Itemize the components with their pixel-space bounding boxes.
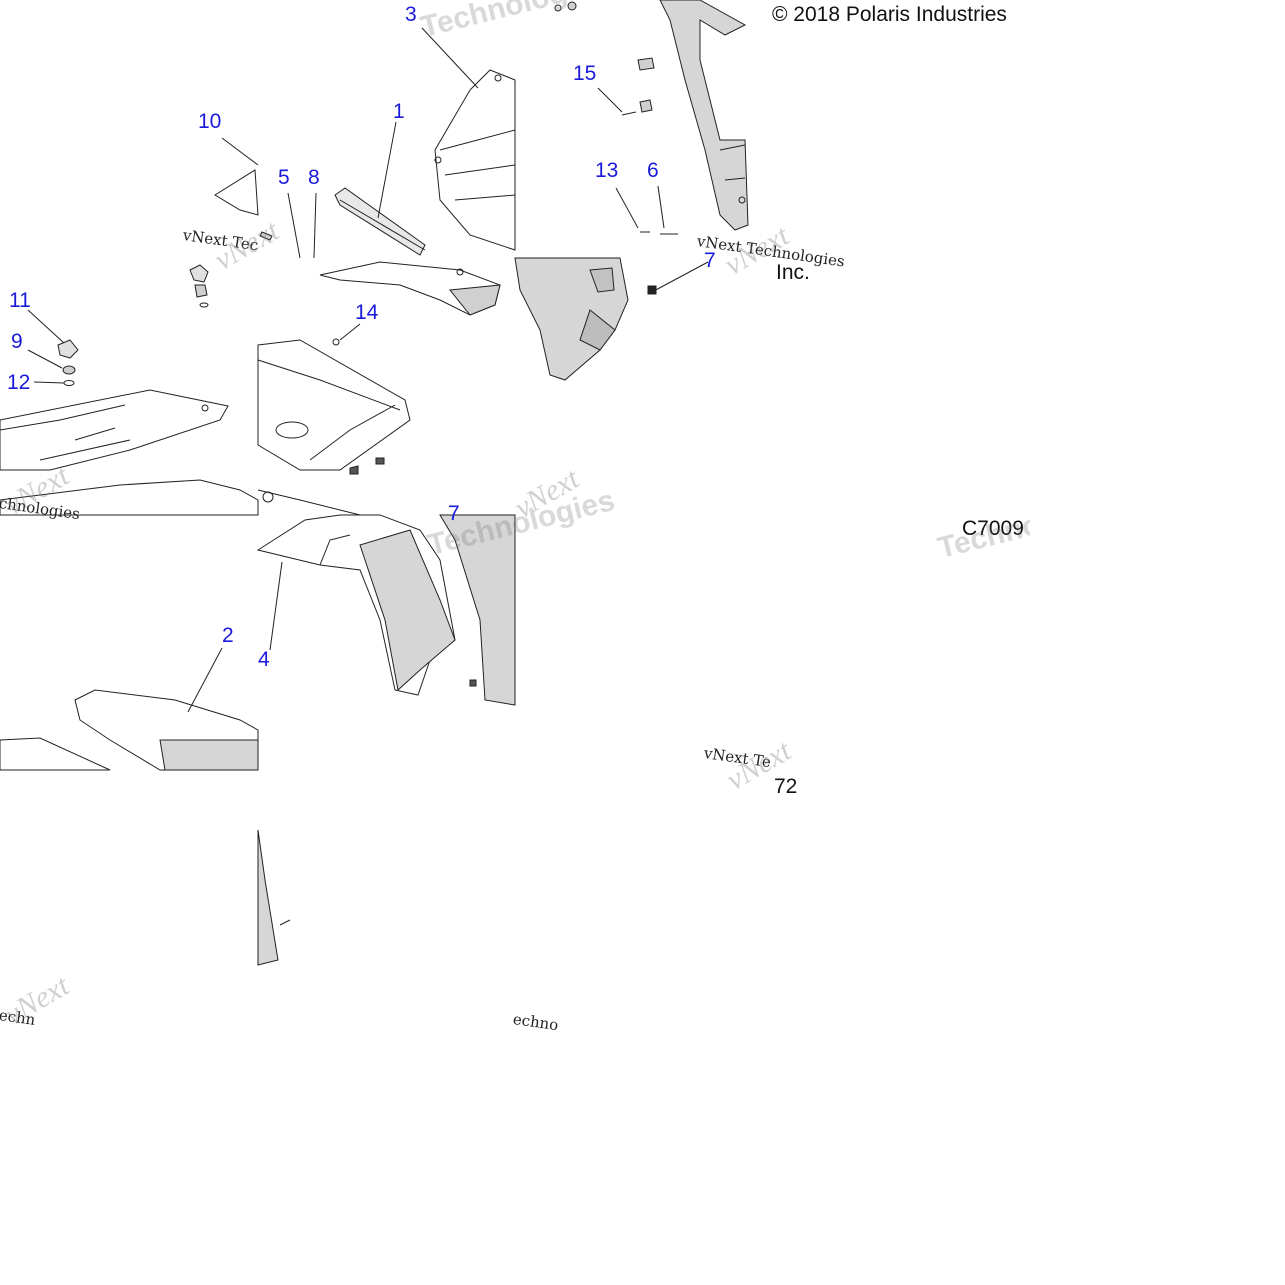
callout-4: 4 xyxy=(258,648,270,671)
fender-strip-lower xyxy=(256,514,516,706)
callout-5: 5 xyxy=(278,166,290,189)
blank-region xyxy=(0,1030,1285,1285)
callout-11: 11 xyxy=(9,289,31,312)
bracket-mid-upper xyxy=(319,261,501,316)
callout-3: 3 xyxy=(405,3,417,26)
leader-lines xyxy=(27,27,709,713)
callout-6: 6 xyxy=(647,159,659,182)
callout-10: 10 xyxy=(198,110,222,133)
callout-13: 13 xyxy=(595,159,619,182)
diagram-code-fragment: 72 xyxy=(774,775,798,798)
copyright-suffix: Inc. xyxy=(776,261,810,284)
hardware-left xyxy=(57,231,273,386)
callout-9: 9 xyxy=(11,330,23,353)
callout-12: 12 xyxy=(7,371,31,394)
part-4-front-bracket xyxy=(257,339,411,516)
pillar-right xyxy=(659,0,749,231)
callout-7-lower: 7 xyxy=(448,502,460,525)
callout-1: 1 xyxy=(393,100,405,123)
bracket-upper-left xyxy=(214,169,259,216)
callout-2: 2 xyxy=(222,624,234,647)
callout-14: 14 xyxy=(355,301,379,324)
callout-8: 8 xyxy=(308,166,320,189)
callout-15: 15 xyxy=(573,62,597,85)
part-1-rail xyxy=(334,187,426,256)
fender-panel-right xyxy=(514,257,629,381)
part-2-lower-rail xyxy=(0,689,259,771)
panel-lower-sliver xyxy=(257,829,279,966)
blank-region xyxy=(1030,0,1285,1030)
fasteners xyxy=(279,1,678,926)
callout-7-upper: 7 xyxy=(704,249,716,272)
copyright-text: © 2018 Polaris Industries xyxy=(772,3,1007,26)
part-3-body-panel xyxy=(434,69,516,251)
hood-panel-left xyxy=(0,389,259,516)
diagram-code: C7009 xyxy=(962,517,1024,540)
